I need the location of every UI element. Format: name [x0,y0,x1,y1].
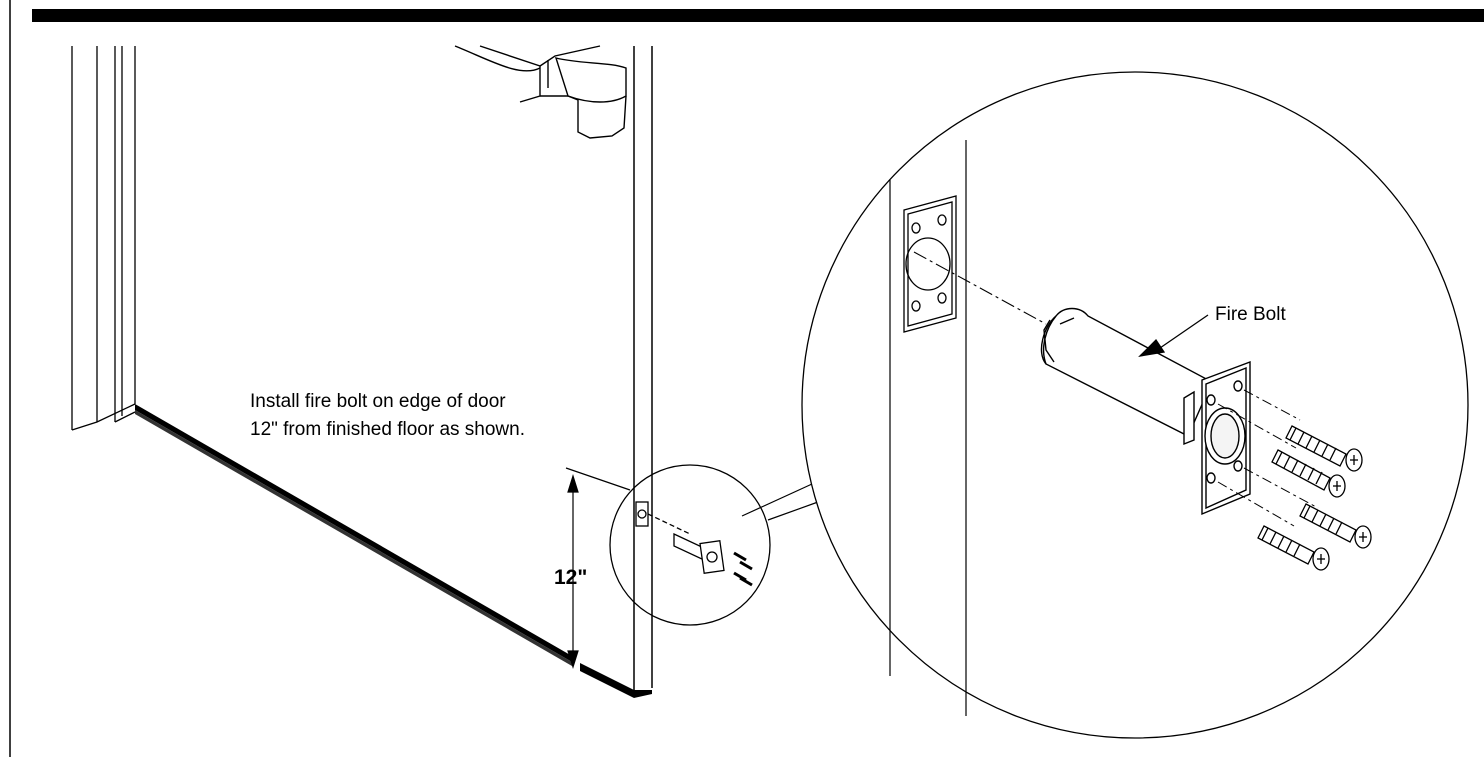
fire-bolt [1040,307,1251,516]
bolt-centerline [913,251,1047,325]
callout-leader [1138,314,1209,357]
floor-line [135,404,652,698]
door-frame [71,46,136,431]
screw-2 [1271,449,1346,498]
door-closer [454,45,627,139]
strike-plate [903,195,957,333]
instruction-line-1: Install fire bolt on edge of door [250,391,506,412]
screws [1257,425,1372,571]
detail-connector-lines [741,483,819,521]
screw-4 [1257,525,1330,571]
instruction-line-2: 12" from finished floor as shown. [250,419,525,440]
screw-1 [1285,425,1363,472]
door-edge [633,46,653,690]
callout-label: Fire Bolt [1215,304,1286,325]
screw-axis-lines [1217,389,1319,527]
top-border-bar [32,9,1484,22]
screw-3 [1299,503,1372,549]
height-dimension-label: 12" [554,566,587,589]
height-dimension [565,467,631,670]
instruction-text: Install fire bolt on edge of door 12" fr… [250,391,525,440]
small-detail-circle [609,464,771,626]
